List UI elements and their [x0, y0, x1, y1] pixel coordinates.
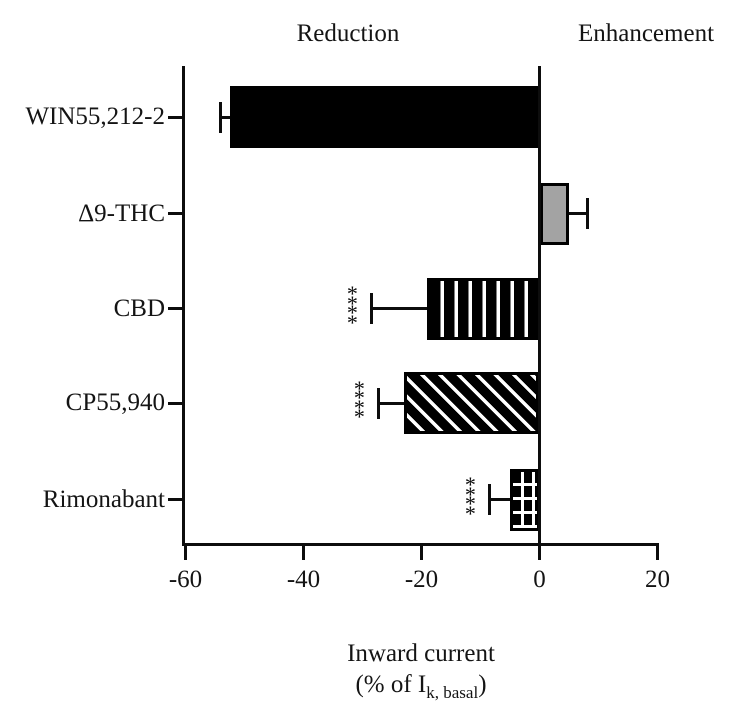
bar: [510, 468, 540, 531]
x-tick-label: -60: [168, 566, 203, 593]
category-label: Δ9-THC: [78, 199, 165, 227]
x-tick: [184, 543, 187, 560]
region-label-reduction: Reduction: [296, 20, 400, 47]
significance-star: *: [464, 500, 476, 526]
category-label: CBD: [113, 294, 165, 322]
significance-stars: ****: [462, 474, 478, 526]
category-tick: [168, 212, 183, 215]
x-axis-title-subscript: k, basal: [426, 683, 479, 702]
error-bar-cap: [487, 484, 491, 515]
zero-baseline: [538, 66, 541, 546]
category-label: WIN55,212-2: [25, 103, 165, 130]
error-bar-line: [378, 401, 404, 405]
x-tick: [302, 543, 305, 560]
x-axis-title-line2: (% of Ik, basal): [271, 671, 571, 702]
error-bar-line: [371, 307, 428, 310]
error-bar-line: [489, 498, 510, 501]
category-tick: [168, 115, 183, 119]
region-label-enhancement: Enhancement: [577, 20, 715, 47]
bar: [539, 182, 569, 245]
error-bar-cap: [219, 101, 223, 133]
x-tick: [538, 543, 541, 560]
error-bar-cap: [369, 293, 373, 324]
x-tick-label: -20: [404, 566, 439, 593]
bar: [229, 86, 540, 148]
significance-stars: ****: [344, 283, 360, 335]
x-axis-title-prefix: (% of I: [355, 671, 427, 698]
y-axis-line: [181, 66, 185, 546]
significance-stars: ****: [351, 378, 367, 429]
bar: [427, 277, 540, 340]
x-tick: [420, 543, 423, 560]
error-bar-line: [220, 115, 230, 119]
x-tick-label: 20: [645, 566, 670, 593]
significance-star: *: [346, 309, 358, 335]
category-tick: [168, 307, 183, 310]
x-tick: [656, 543, 659, 560]
error-bar-cap: [586, 198, 590, 229]
error-bar-cap: [376, 387, 380, 419]
x-axis-title-suffix: ): [478, 671, 487, 698]
error-bar-line: [569, 212, 588, 215]
significance-star: *: [353, 404, 365, 429]
category-label: Rimonabant: [42, 485, 165, 513]
category-tick: [168, 401, 183, 405]
x-axis-title-line1: Inward current: [347, 640, 495, 667]
category-label: CP55,940: [65, 389, 165, 416]
x-axis-line: [183, 543, 659, 546]
x-tick-label: 0: [533, 566, 546, 593]
x-tick-label: -40: [286, 566, 321, 593]
category-tick: [168, 498, 183, 501]
bar: [403, 372, 540, 434]
